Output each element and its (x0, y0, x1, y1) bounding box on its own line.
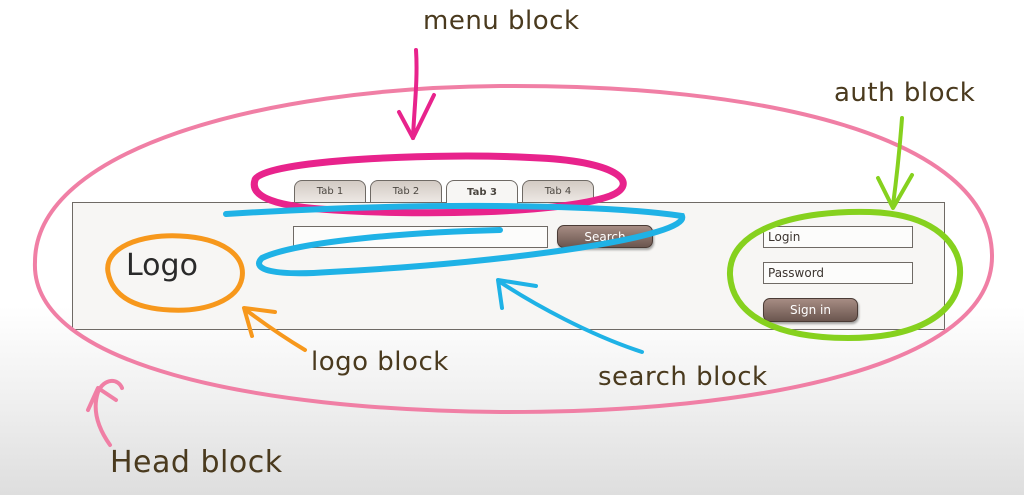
search-input[interactable] (293, 226, 548, 248)
password-field[interactable]: Password (763, 262, 913, 284)
tab-3[interactable]: Tab 3 (446, 180, 518, 204)
sign-in-button[interactable]: Sign in (763, 298, 858, 322)
auth-arrow (891, 116, 904, 207)
menu-arrow (411, 48, 419, 140)
logo: Logo (126, 248, 198, 283)
tab-1[interactable]: Tab 1 (294, 180, 366, 202)
menu-tabs: Tab 1 Tab 2 Tab 3 Tab 4 (294, 180, 598, 204)
logo-block-label: logo block (311, 347, 449, 377)
menu-block-label: menu block (423, 6, 580, 36)
search-button[interactable]: Search (557, 225, 653, 248)
head-arrow (93, 379, 124, 447)
head-block-label: Head block (110, 445, 283, 480)
search-block-label: search block (598, 362, 768, 392)
tab-4[interactable]: Tab 4 (522, 180, 594, 202)
auth-block-label: auth block (834, 78, 976, 108)
tab-2[interactable]: Tab 2 (370, 180, 442, 202)
login-field[interactable]: Login (763, 226, 913, 248)
